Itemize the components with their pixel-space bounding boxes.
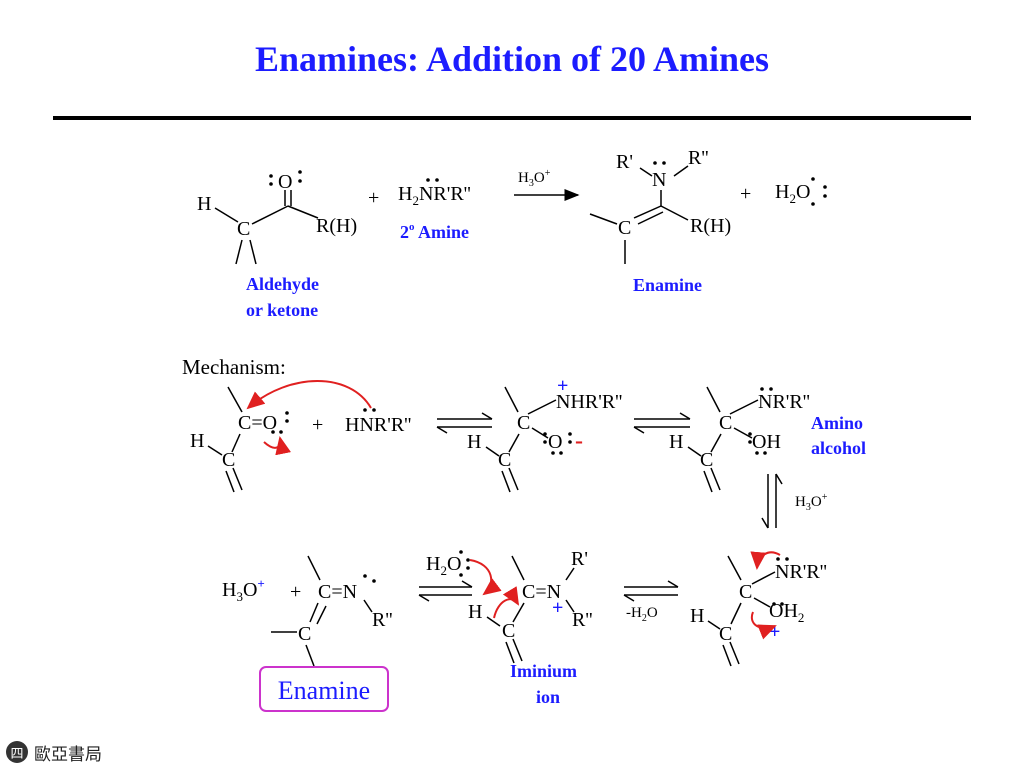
product-enamine: R' R'' N C R(H)	[589, 147, 731, 264]
svg-text:OH2: OH2	[769, 600, 804, 625]
electron-arrow	[750, 611, 777, 640]
reagent-label: H3O+	[518, 168, 551, 189]
svg-text:HNR'R'': HNR'R''	[345, 414, 411, 436]
svg-text:R': R'	[616, 151, 633, 173]
amino-label: Amino	[811, 413, 863, 433]
electron-arrow	[469, 559, 502, 596]
reactant-carbonyl: O H C R(H)	[197, 170, 357, 265]
atom-label: R(H)	[316, 215, 357, 237]
svg-text:OH: OH	[752, 431, 781, 453]
svg-text:H: H	[690, 605, 704, 627]
svg-text:C: C	[739, 581, 752, 603]
svg-text:+: +	[552, 597, 563, 619]
water-loss-label: -H2O	[626, 605, 658, 624]
alcohol-label: alcohol	[811, 438, 866, 458]
mech-step1-amine: HNR'R''	[345, 408, 411, 436]
electron-arrow	[493, 586, 520, 619]
svg-text:H: H	[467, 431, 481, 453]
aldehyde-label: Aldehyde	[246, 274, 319, 294]
svg-text:C: C	[502, 620, 515, 642]
svg-text:C: C	[498, 449, 511, 471]
equilibrium-arrow	[623, 580, 679, 602]
svg-text:C: C	[618, 217, 631, 239]
mech-step2-zwitterion: + NHR'R'' C O - H C	[467, 375, 622, 493]
page-title: Enamines: Addition of 20 Amines	[254, 39, 770, 79]
mech-step6-enamine: C=N R'' C	[271, 555, 393, 667]
mechanism-heading: Mechanism:	[182, 355, 286, 379]
publisher-logo: 四 歐亞書局	[6, 740, 102, 765]
svg-text:C=N: C=N	[318, 581, 357, 603]
mech-step1-carbonyl: C=O H C	[190, 386, 289, 493]
svg-text:O: O	[548, 431, 562, 453]
svg-text:H: H	[468, 601, 482, 623]
ion-label: ion	[536, 687, 560, 707]
mech-step3-amino-alcohol: NR'R'' C OH H C	[669, 386, 810, 493]
amine-label: 2o Amine	[400, 221, 469, 242]
svg-text:NR'R'': NR'R''	[775, 561, 827, 583]
title-divider	[53, 116, 971, 120]
equilibrium-arrow	[418, 580, 473, 602]
svg-text:H: H	[669, 431, 683, 453]
electron-arrow	[750, 551, 781, 570]
svg-text:C: C	[298, 623, 311, 645]
svg-text:+: +	[557, 375, 568, 397]
svg-text:R'': R''	[372, 609, 393, 631]
svg-text:R(H): R(H)	[690, 215, 731, 237]
svg-text:+: +	[769, 621, 780, 643]
atom-label: O	[278, 171, 292, 193]
svg-text:R': R'	[571, 548, 588, 570]
final-product-label: Enamine	[278, 676, 370, 705]
svg-text:C: C	[719, 623, 732, 645]
electron-arrow	[246, 380, 372, 410]
vertical-equilibrium-arrow	[761, 473, 783, 529]
svg-text:H: H	[190, 430, 204, 452]
svg-text:C: C	[517, 412, 530, 434]
water: H2O	[775, 177, 827, 206]
final-product-box	[259, 666, 389, 712]
mech-step4-protonated: NR'R'' C OH2 + H C	[690, 555, 827, 667]
plus-sign: +	[312, 414, 323, 436]
logo-icon: 四	[6, 741, 28, 763]
svg-text:C=O: C=O	[238, 412, 277, 434]
svg-text:N: N	[652, 169, 666, 191]
svg-text:C: C	[700, 449, 713, 471]
logo-text: 歐亞書局	[34, 744, 102, 765]
electron-arrow	[263, 436, 291, 456]
plus-sign: +	[290, 581, 301, 603]
svg-text:H2O: H2O	[426, 553, 461, 578]
svg-text:NHR'R'': NHR'R''	[556, 391, 622, 413]
plus-sign: +	[368, 187, 379, 209]
mech-step5-iminium: H2O R' C=N + R'' H C	[426, 548, 593, 664]
atom-label: C	[237, 218, 250, 240]
equilibrium-arrow	[633, 412, 691, 434]
hydronium: H3O+	[222, 576, 265, 604]
reagent-label: H3O+	[795, 492, 828, 513]
equilibrium-arrow	[436, 412, 493, 434]
svg-text:NR'R'': NR'R''	[758, 391, 810, 413]
atom-label: H	[197, 193, 211, 215]
ketone-label: or ketone	[246, 300, 318, 320]
svg-text:R'': R''	[688, 147, 709, 169]
svg-text:R'': R''	[572, 609, 593, 631]
svg-text:H2O: H2O	[775, 181, 810, 206]
svg-text:C: C	[719, 412, 732, 434]
plus-sign: +	[740, 183, 751, 205]
iminium-label: Iminium	[510, 661, 577, 681]
svg-text:C=N: C=N	[522, 581, 561, 603]
svg-text:-: -	[575, 428, 583, 454]
svg-text:C: C	[222, 449, 235, 471]
secondary-amine: H2NR'R''	[398, 178, 471, 208]
svg-text:H2NR'R'': H2NR'R''	[398, 183, 471, 208]
enamine-label: Enamine	[633, 275, 702, 295]
